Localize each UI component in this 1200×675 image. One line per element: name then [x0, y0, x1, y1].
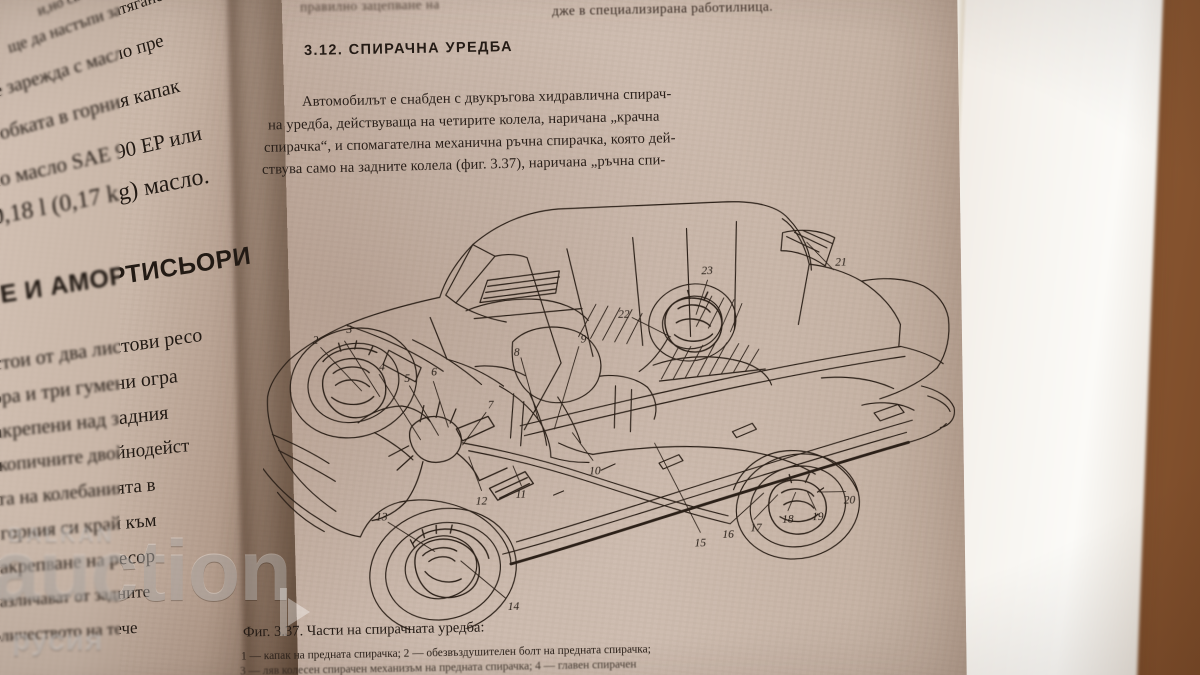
running-header-left: правилно зацепване на	[299, 0, 440, 15]
callout-18: 18	[782, 514, 794, 526]
callout-21: 21	[835, 256, 847, 268]
callout-2: 2	[312, 335, 318, 347]
callout-20: 20	[844, 494, 856, 506]
callout-13: 13	[376, 511, 388, 523]
callout-19: 19	[812, 511, 824, 523]
figure-3-37-brake-system-drawing: 2 3 4 5 6 7 8 9 10 11 12 13 14 15 16 17 …	[258, 189, 966, 633]
callout-14: 14	[508, 601, 520, 613]
callout-8: 8	[514, 347, 520, 359]
callout-23: 23	[701, 265, 713, 277]
callout-6: 6	[431, 366, 437, 378]
callout-5: 5	[404, 373, 410, 385]
callout-7: 7	[488, 399, 495, 411]
callout-16: 16	[722, 529, 734, 541]
watermark-logo-bar	[280, 588, 287, 636]
figure-callout-labels: 2 3 4 5 6 7 8 9 10 11 12 13 14 15 16 17 …	[312, 256, 856, 613]
callout-9: 9	[581, 333, 587, 345]
callout-15: 15	[694, 537, 706, 549]
play-triangle-icon	[288, 598, 310, 626]
callout-11: 11	[515, 489, 526, 501]
callout-17: 17	[750, 522, 763, 534]
callout-4: 4	[379, 361, 385, 373]
callout-22: 22	[618, 309, 630, 321]
callout-12: 12	[476, 495, 488, 507]
callout-3: 3	[345, 324, 352, 336]
callout-10: 10	[589, 465, 601, 477]
